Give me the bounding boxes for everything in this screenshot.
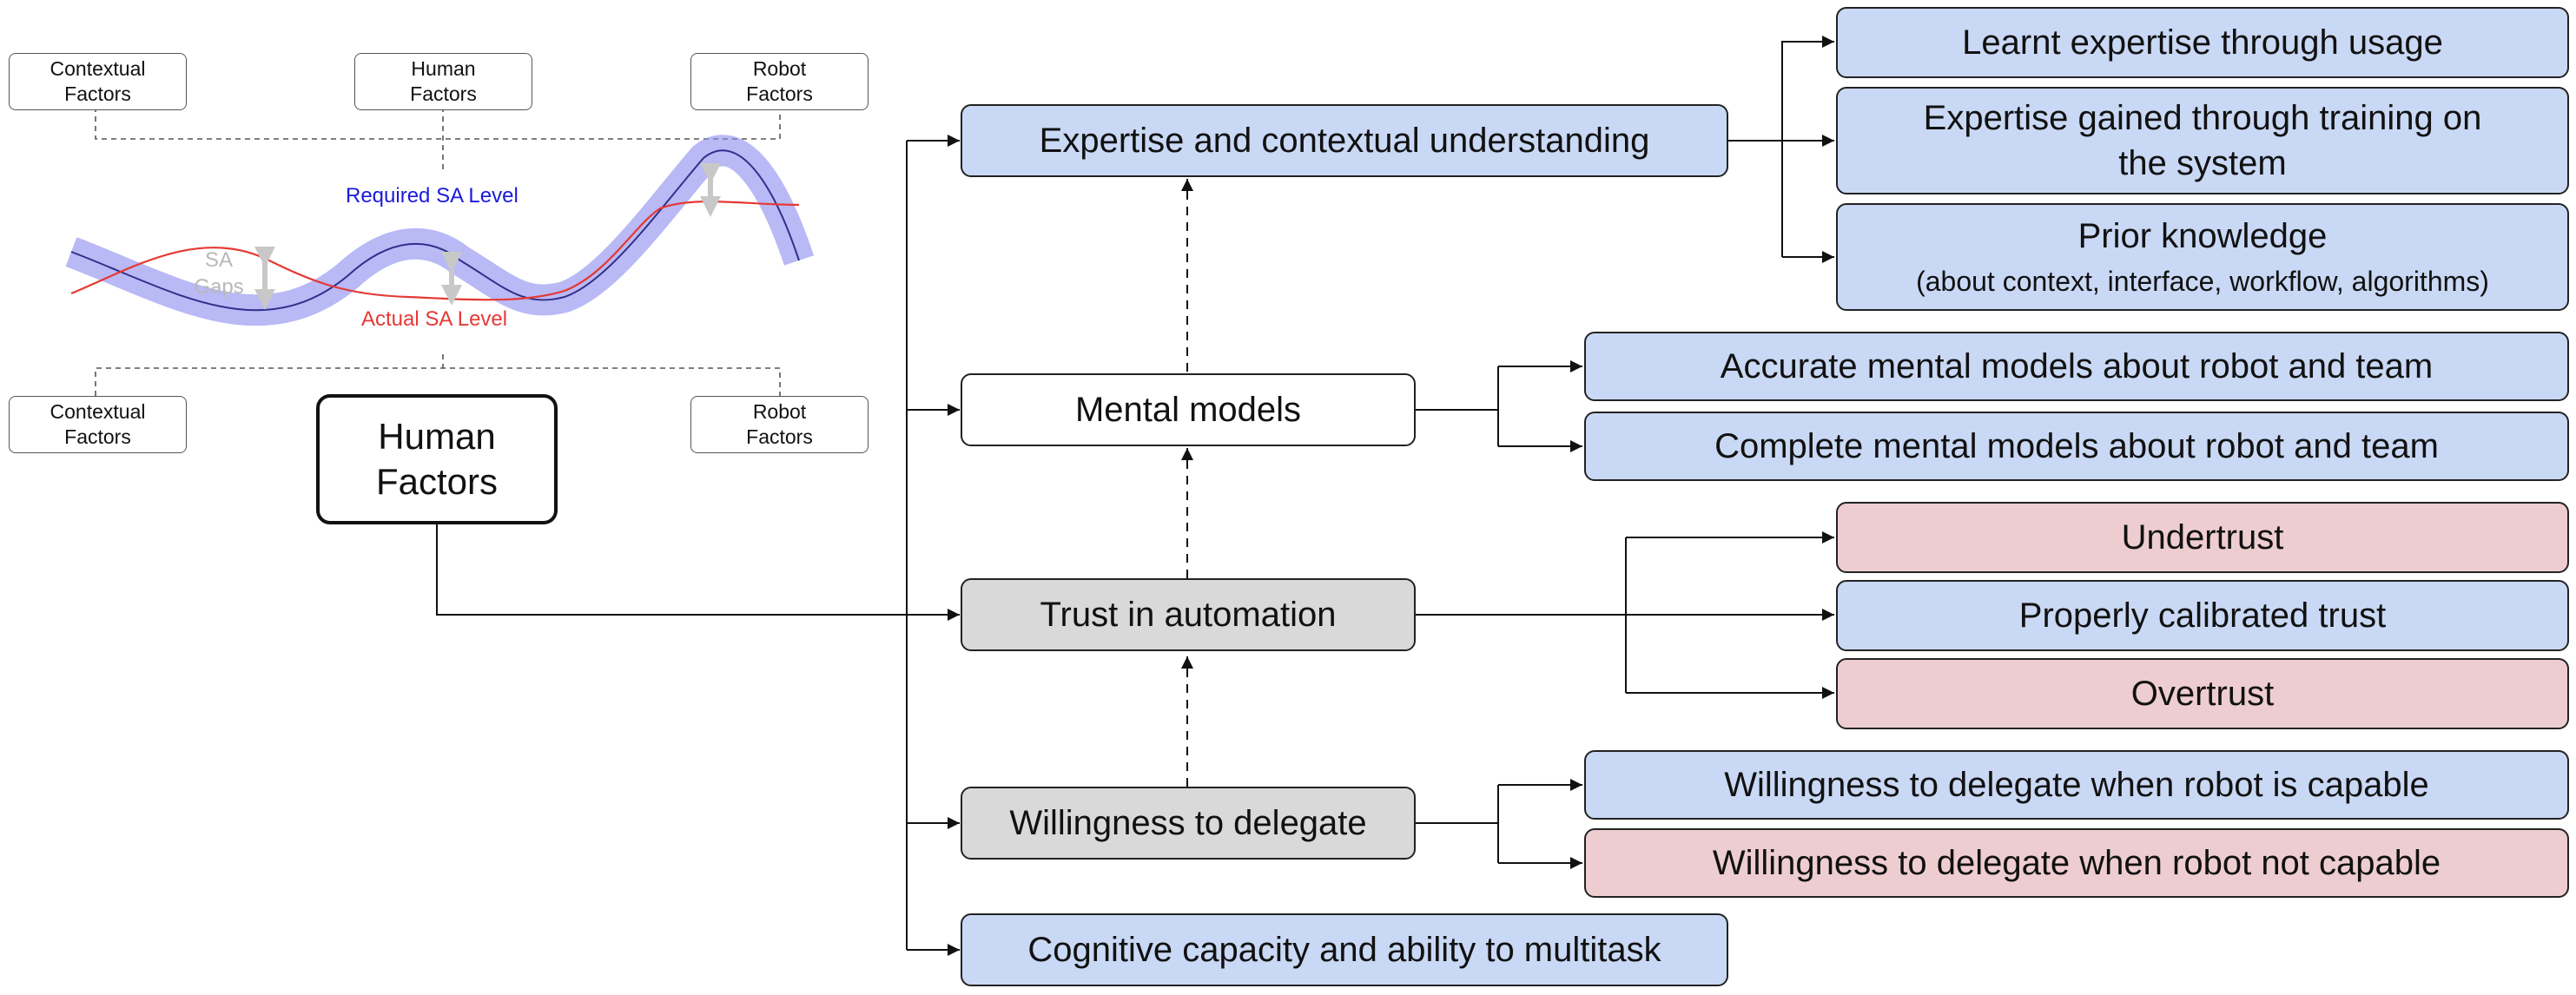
expertise-factor-box: Expertise and contextual understanding (961, 104, 1728, 177)
overtrust-label: Overtrust (2130, 675, 2275, 713)
required-sa-line (70, 149, 800, 312)
trust-factor-box: Trust in automation (961, 578, 1416, 651)
main-connectors (436, 135, 960, 956)
prior-knowledge-detail: (about context, interface, workflow, alg… (1916, 266, 2489, 298)
human-factors-box: Human Factors (316, 394, 558, 524)
delegate-capable-label: Willingness to delegate when robot is ca… (1724, 766, 2429, 804)
top-human-factors-box: Human Factors (354, 53, 532, 110)
accurate-mental-models-box: Accurate mental models about robot and t… (1584, 332, 2569, 401)
bottom-robot-factors-box: Robot Factors (690, 396, 869, 453)
top-human-line1: Human (411, 57, 476, 81)
calibrated-trust-box: Properly calibrated trust (1836, 580, 2569, 651)
delegate-not-capable-box: Willingness to delegate when robot not c… (1584, 828, 2569, 898)
complete-mental-models-box: Complete mental models about robot and t… (1584, 412, 2569, 481)
training-expertise-box: Expertise gained through training on the… (1836, 87, 2569, 194)
overtrust-box: Overtrust (1836, 658, 2569, 729)
required-sa-label: Required SA Level (346, 184, 519, 208)
learnt-expertise-label: Learnt expertise through usage (1962, 23, 2443, 62)
mental-models-factor-box: Mental models (961, 373, 1416, 446)
undertrust-label: Undertrust (2121, 518, 2284, 557)
training-expertise-line2: the system (2118, 144, 2287, 182)
actual-sa-label: Actual SA Level (361, 307, 508, 331)
bottom-robot-line1: Robot (752, 400, 807, 424)
prior-knowledge-box: Prior knowledge (about context, interfac… (1836, 203, 2569, 311)
delegate-factor-label: Willingness to delegate (1009, 804, 1367, 842)
expertise-factor-label: Expertise and contextual understanding (1039, 122, 1650, 160)
bottom-contextual-line1: Contextual (50, 400, 146, 424)
sa-gaps-label: SA Gaps (184, 247, 254, 300)
top-robot-line1: Robot (752, 57, 807, 81)
bottom-contextual-factors-box: Contextual Factors (9, 396, 187, 453)
training-expertise-line1: Expertise gained through training on (1923, 99, 2482, 137)
cognitive-factor-box: Cognitive capacity and ability to multit… (961, 913, 1728, 986)
bottom-contextual-line2: Factors (64, 425, 131, 448)
bottom-robot-line2: Factors (746, 425, 813, 448)
sa-gap-arrows (254, 163, 721, 310)
human-factors-line1: Human (378, 415, 496, 457)
top-contextual-line1: Contextual (50, 57, 146, 81)
top-robot-line2: Factors (746, 82, 813, 105)
top-contextual-line2: Factors (64, 82, 131, 105)
calibrated-trust-label: Properly calibrated trust (2018, 596, 2387, 635)
branch-connectors (1416, 36, 1834, 869)
mental-models-factor-label: Mental models (1074, 391, 1302, 429)
top-contextual-factors-box: Contextual Factors (9, 53, 187, 110)
accurate-mental-models-label: Accurate mental models about robot and t… (1720, 347, 2434, 385)
delegate-not-capable-label: Willingness to delegate when robot not c… (1712, 844, 2441, 882)
trust-factor-label: Trust in automation (1040, 596, 1337, 634)
delegate-capable-box: Willingness to delegate when robot is ca… (1584, 750, 2569, 820)
prior-knowledge-title: Prior knowledge (2077, 217, 2328, 256)
actual-sa-line (70, 201, 800, 301)
learnt-expertise-box: Learnt expertise through usage (1836, 7, 2569, 78)
sa-gaps-line2: Gaps (194, 275, 244, 300)
complete-mental-models-label: Complete mental models about robot and t… (1714, 427, 2439, 465)
cognitive-factor-label: Cognitive capacity and ability to multit… (1027, 931, 1661, 969)
sa-gaps-line1: SA (204, 248, 233, 272)
undertrust-box: Undertrust (1836, 502, 2569, 573)
top-human-line2: Factors (410, 82, 477, 105)
delegate-factor-box: Willingness to delegate (961, 787, 1416, 860)
top-robot-factors-box: Robot Factors (690, 53, 869, 110)
human-factors-line2: Factors (375, 461, 499, 502)
